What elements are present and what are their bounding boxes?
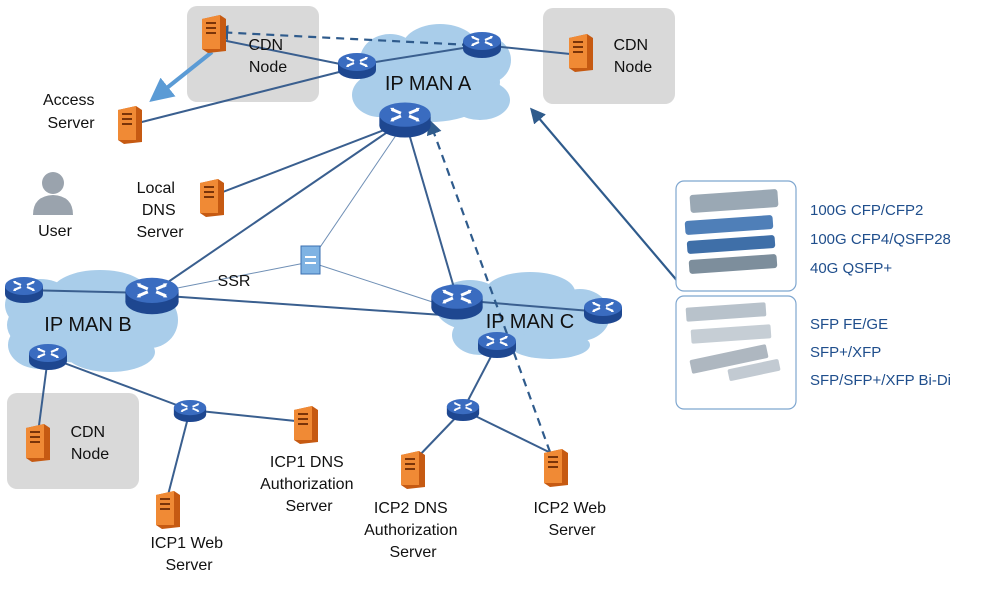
cdn-box-top-right	[543, 8, 675, 104]
label-cdn-node-top-left: CDN Node	[248, 37, 287, 76]
label-ip-man-a: IP MAN A	[385, 73, 472, 95]
module-list-group2: SFP FE/GE SFP+/XFP SFP/SFP+/XFP Bi-Di	[810, 316, 951, 389]
server-icon	[26, 424, 50, 462]
router-icon	[462, 31, 502, 59]
arrow-from-modules	[530, 107, 686, 291]
router-icon	[378, 100, 432, 140]
label-cdn-node-bottom-left: CDN Node	[70, 424, 109, 463]
label-user: User	[38, 223, 72, 240]
dashed-arrow-icp2-web	[426, 119, 552, 453]
label-icp1-web: ICP1 Web Server	[150, 535, 227, 574]
label-access-server: Access Server	[43, 92, 99, 132]
module-label: SFP/SFP+/XFP Bi-Di	[810, 372, 951, 389]
server-icon	[569, 34, 593, 72]
router-icon	[446, 398, 480, 422]
router-icon	[583, 297, 623, 325]
server-icon	[200, 179, 224, 217]
label-icp2-dns: ICP2 DNS Authorization Server	[364, 500, 462, 561]
module-label: 100G CFP4/QSFP28	[810, 231, 951, 248]
transceiver-modules-image-1	[684, 189, 779, 274]
label-local-dns-server: Local DNS Server	[136, 180, 184, 241]
label-icp2-web: ICP2 Web Server	[533, 500, 610, 539]
router-icon	[4, 276, 44, 304]
router-icon	[28, 343, 68, 371]
server-icon	[401, 451, 425, 489]
label-ip-man-c: IP MAN C	[486, 311, 575, 333]
ssr-links	[151, 121, 458, 311]
module-label: SFP+/XFP	[810, 344, 881, 361]
module-label: 40G QSFP+	[810, 260, 892, 277]
label-cdn-node-top-right: CDN Node	[613, 37, 652, 76]
module-list-group1: 100G CFP/CFP2 100G CFP4/QSFP28 40G QSFP+	[810, 202, 951, 277]
ssr-device-icon	[300, 245, 321, 275]
router-icon	[173, 399, 207, 423]
dashed-arrow-to-cdn	[212, 24, 471, 47]
module-label: 100G CFP/CFP2	[810, 202, 923, 219]
server-icon	[202, 15, 226, 53]
label-icp1-dns: ICP1 DNS Authorization Server	[260, 454, 358, 515]
server-icon	[294, 406, 318, 444]
router-icon	[124, 276, 180, 316]
router-icon	[430, 282, 484, 322]
server-icon	[118, 106, 142, 144]
user-icon	[33, 172, 73, 215]
module-label: SFP FE/GE	[810, 316, 888, 333]
label-ssr: SSR	[218, 273, 251, 290]
router-icon	[337, 52, 377, 80]
transceiver-modules-image-2	[685, 302, 781, 381]
cloud-ip-man-b	[5, 270, 178, 372]
server-icon	[156, 491, 180, 529]
label-ip-man-b: IP MAN B	[44, 314, 131, 336]
arrow-to-access-server	[149, 50, 214, 102]
router-icon	[477, 331, 517, 359]
server-icon	[544, 449, 568, 487]
